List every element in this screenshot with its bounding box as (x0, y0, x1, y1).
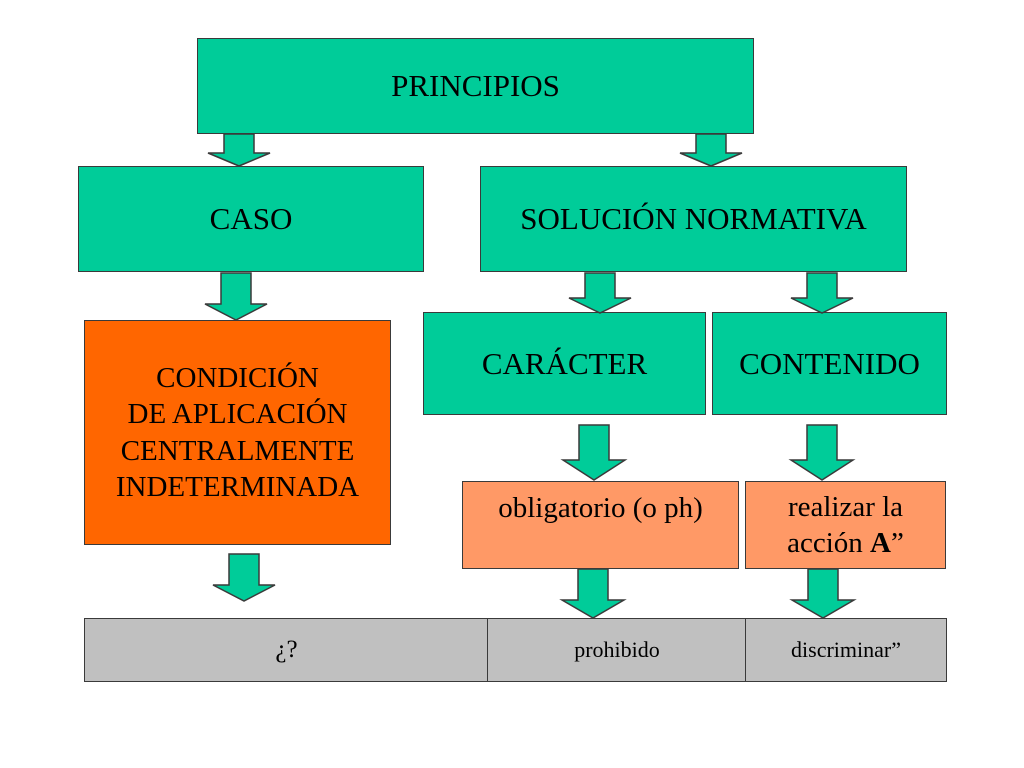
node-caso: CASO (78, 166, 424, 272)
arrow-principios-to-solucion (679, 133, 743, 167)
realizar-prefix: acción (787, 527, 871, 559)
arrow-obligatorio-to-prohibido (559, 568, 627, 619)
arrow-principios-to-caso (207, 133, 271, 167)
bottom-cell-unknown-label: ¿? (275, 636, 298, 663)
realizar-line-2: acción A” (787, 525, 904, 561)
node-contenido: CONTENIDO (712, 312, 947, 415)
arrow-solucion-to-caracter (568, 272, 632, 314)
node-realizar-accion: realizar la acción A” (745, 481, 946, 569)
node-contenido-label: CONTENIDO (739, 345, 920, 381)
node-caso-label: CASO (209, 201, 293, 237)
node-condicion: CONDICIÓN DE APLICACIÓN CENTRALMENTE IND… (84, 320, 391, 545)
condicion-line-4: INDETERMINADA (115, 470, 360, 503)
realizar-bold-a: A (870, 527, 891, 559)
node-solucion-normativa: SOLUCIÓN NORMATIVA (480, 166, 907, 272)
arrow-solucion-to-contenido (790, 272, 854, 314)
bottom-cell-prohibido: prohibido (487, 618, 747, 682)
node-caracter: CARÁCTER (423, 312, 706, 415)
node-obligatorio-label: obligatorio (o ph) (498, 492, 703, 524)
arrow-realizar-to-discriminar (789, 568, 857, 619)
condicion-line-3: CENTRALMENTE (120, 434, 355, 467)
arrow-caracter-to-obligatorio (560, 424, 628, 481)
realizar-suffix: ” (891, 527, 904, 559)
condicion-line-2: DE APLICACIÓN (127, 398, 348, 431)
node-solucion-label: SOLUCIÓN NORMATIVA (520, 201, 867, 237)
condicion-line-1: CONDICIÓN (156, 362, 319, 394)
bottom-cell-unknown: ¿? (84, 618, 489, 682)
node-principios: PRINCIPIOS (197, 38, 754, 134)
arrow-contenido-to-realizar (788, 424, 856, 481)
bottom-cell-prohibido-label: prohibido (574, 637, 660, 662)
arrow-condicion-to-bottom (212, 553, 276, 602)
bottom-cell-discriminar-label: discriminar” (791, 637, 901, 662)
node-obligatorio: obligatorio (o ph) (462, 481, 739, 569)
bottom-cell-discriminar: discriminar” (745, 618, 947, 682)
realizar-line-1: realizar la (787, 490, 904, 523)
arrow-caso-to-condicion (204, 272, 268, 321)
node-principios-label: PRINCIPIOS (391, 68, 560, 104)
node-caracter-label: CARÁCTER (481, 345, 648, 381)
